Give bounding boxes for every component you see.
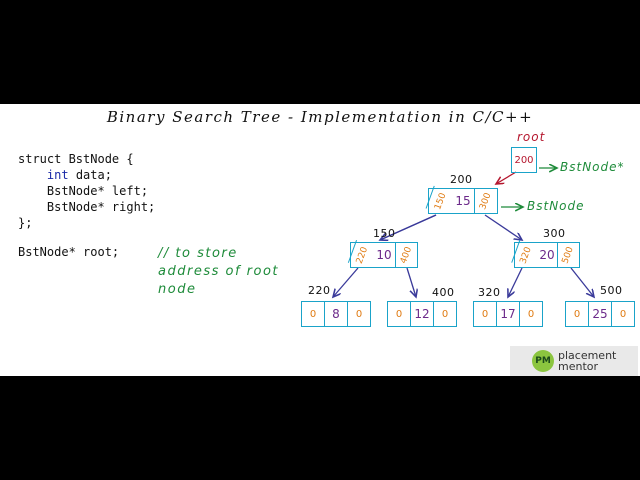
code-line-2: data; <box>68 168 112 182</box>
root-label: root <box>517 130 546 144</box>
comment-line-1: // to store <box>158 246 238 261</box>
root-type-label: BstNode* <box>560 160 625 174</box>
node-address-label: 400 <box>432 286 455 299</box>
logo-line-2: mentor <box>558 360 599 373</box>
edge-300-320 <box>508 267 523 297</box>
right-pointer-cell: 0 <box>619 308 627 320</box>
logo-text: placement mentor <box>558 350 616 372</box>
edge-200-300 <box>484 214 522 240</box>
root-declaration: BstNode* root; <box>18 245 120 259</box>
slide-title: Binary Search Tree - Implementation in C… <box>106 108 534 126</box>
code-line-3: BstNode* left; <box>46 184 149 198</box>
logo-badge: PM <box>532 350 554 372</box>
data-cell: 17 <box>497 302 520 326</box>
tree-node-220: 0 8 0 <box>301 301 371 327</box>
right-pointer-cell: 0 <box>441 308 449 320</box>
data-cell: 10 <box>373 243 396 267</box>
edge-300-500 <box>570 267 594 297</box>
node-address-label: 150 <box>373 227 396 240</box>
right-pointer-cell: 0 <box>355 308 363 320</box>
node-address-label: 300 <box>543 227 566 240</box>
code-line-1: struct BstNode { <box>18 152 134 166</box>
right-pointer-cell: 0 <box>527 308 535 320</box>
node-address-label: 220 <box>308 284 331 297</box>
left-pointer-cell: 0 <box>302 302 325 326</box>
data-cell: 20 <box>537 243 559 267</box>
root-pointer-arrow <box>496 171 517 184</box>
right-pointer-cell: 500 <box>561 245 577 265</box>
comment-line-2: address of root <box>158 264 280 279</box>
tree-arrows <box>0 104 640 376</box>
left-pointer-cell: 0 <box>474 302 497 326</box>
data-cell: 12 <box>411 302 434 326</box>
slide-canvas: Binary Search Tree - Implementation in C… <box>0 104 640 376</box>
root-pointer-box: 200 <box>511 147 537 173</box>
edge-150-400 <box>406 267 416 297</box>
code-line-5: }; <box>18 216 33 230</box>
comment-line-3: node <box>158 282 197 297</box>
logo-line-1: placement <box>558 349 617 362</box>
node-type-label: BstNode <box>527 199 585 213</box>
placement-mentor-logo: PM placement mentor <box>510 346 638 376</box>
left-pointer-cell: 150 <box>425 185 456 217</box>
edge-150-220 <box>333 267 359 297</box>
root-comment: // to store address of root node <box>158 245 279 299</box>
tree-node-150: 220 10 400 <box>347 239 418 271</box>
code-int-keyword: int <box>46 168 69 182</box>
tree-node-500: 0 25 0 <box>565 301 635 327</box>
struct-definition: struct BstNode { int data; BstNode* left… <box>18 151 155 231</box>
tree-node-320: 0 17 0 <box>473 301 543 327</box>
node-address-label: 320 <box>478 286 501 299</box>
code-line-4: BstNode* right; <box>46 200 156 214</box>
tree-node-300: 320 20 500 <box>511 240 580 270</box>
data-cell: 8 <box>325 302 348 326</box>
node-address-label: 500 <box>600 284 623 297</box>
tree-node-400: 0 12 0 <box>387 301 457 327</box>
node-address-label: 200 <box>450 173 473 186</box>
left-pointer-cell: 0 <box>388 302 411 326</box>
right-pointer-cell: 300 <box>478 191 494 211</box>
left-pointer-cell: 0 <box>566 302 589 326</box>
tree-node-200: 150 15 300 <box>425 185 498 217</box>
data-cell: 25 <box>589 302 612 326</box>
right-pointer-cell: 400 <box>398 245 414 265</box>
data-cell: 15 <box>452 189 475 213</box>
